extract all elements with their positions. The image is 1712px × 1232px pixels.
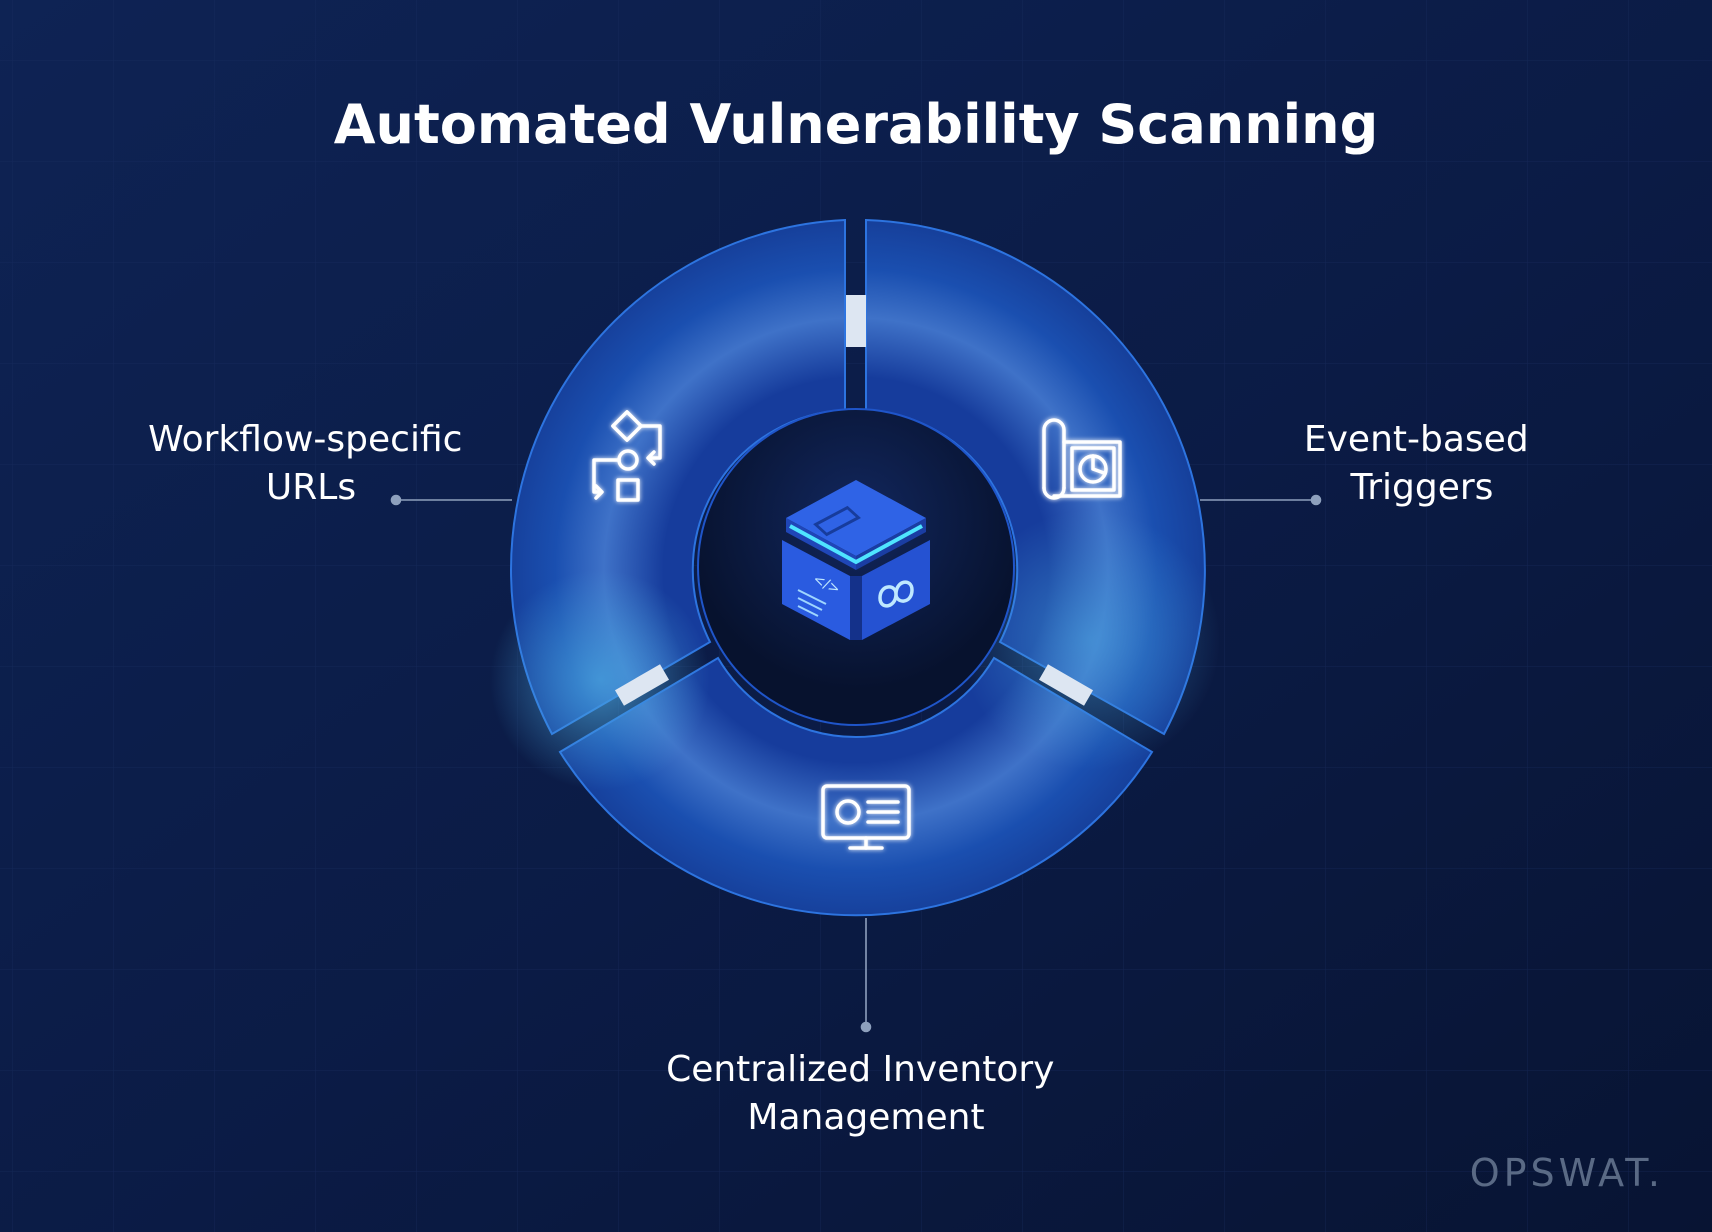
brand-logo: OPSWAT. xyxy=(1470,1151,1664,1195)
label-inventory: Centralized Inventory Management xyxy=(666,1049,1066,1138)
workflow-icon xyxy=(592,410,662,502)
label-workflow-line-2: URLs xyxy=(266,467,356,508)
label-event-line-1: Event-based xyxy=(1304,419,1529,460)
label-inventory-line-2: Management xyxy=(747,1097,984,1138)
label-workflow: Workflow-specific URLs xyxy=(148,419,474,508)
diagram-title: Automated Vulnerability Scanning xyxy=(334,93,1379,156)
leader-dot-event xyxy=(1310,494,1322,506)
segment-separator xyxy=(846,295,866,347)
ring xyxy=(490,218,1220,917)
leader-dot-workflow xyxy=(390,494,402,506)
blueprint-chart-icon xyxy=(1042,418,1122,500)
label-workflow-line-1: Workflow-specific xyxy=(148,419,462,460)
leader-dot-inventory xyxy=(860,1021,872,1033)
ring-glow xyxy=(960,510,1220,770)
monitor-dashboard-icon xyxy=(821,784,911,850)
label-inventory-line-1: Centralized Inventory xyxy=(666,1049,1054,1090)
label-event: Event-based Triggers xyxy=(1304,419,1540,508)
leader-lines xyxy=(390,494,1322,1033)
ring-glow xyxy=(490,570,710,790)
label-event-line-2: Triggers xyxy=(1350,467,1494,508)
segment-separator xyxy=(614,664,670,706)
segment-separator xyxy=(1038,664,1094,706)
cube-code-infinity-icon: </> xyxy=(782,480,930,640)
